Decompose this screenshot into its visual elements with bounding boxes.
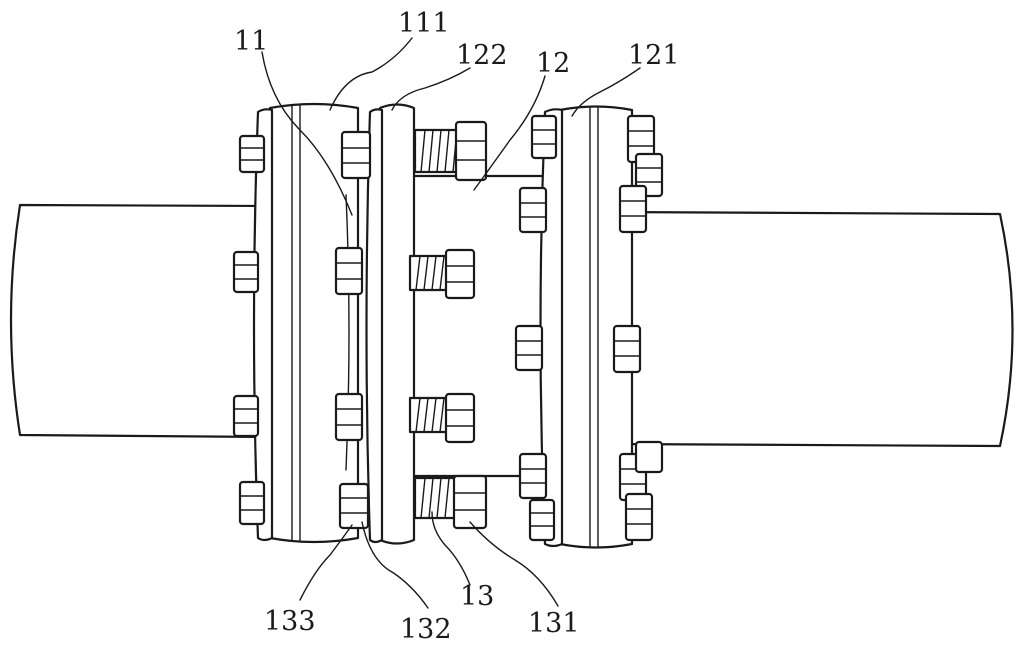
label-11: 11 [234, 26, 268, 57]
reference-numerals: 11 111 122 12 121 133 132 13 131 [234, 8, 680, 645]
leader-121 [571, 67, 641, 117]
nut [232, 394, 260, 438]
nut [444, 248, 476, 300]
nut [232, 250, 260, 294]
nut [338, 482, 370, 530]
nut [238, 480, 266, 526]
leader-132 [361, 521, 429, 609]
right-pipe [608, 210, 1014, 448]
nut [518, 452, 548, 500]
leader-11 [261, 51, 353, 216]
nut [634, 440, 664, 474]
nut [618, 184, 648, 234]
nut [530, 114, 558, 160]
leader-131 [469, 521, 559, 607]
nut [528, 498, 556, 542]
nut [334, 246, 364, 296]
nut [514, 324, 544, 372]
label-131: 131 [528, 608, 580, 639]
middle-flange [365, 103, 416, 545]
label-121: 121 [628, 40, 680, 71]
leader-13 [431, 511, 471, 586]
label-132: 132 [400, 614, 452, 645]
bolts [232, 114, 664, 542]
nut [454, 120, 488, 182]
leader-12 [473, 75, 546, 191]
right-flange [539, 105, 634, 549]
nut [612, 324, 642, 374]
label-133: 133 [264, 606, 316, 637]
nut [624, 492, 654, 542]
nut [238, 134, 266, 174]
label-111: 111 [398, 8, 450, 39]
nut [444, 392, 476, 444]
nut [334, 392, 364, 442]
nut [518, 186, 548, 234]
left-pipe [9, 203, 272, 439]
leader-133 [299, 524, 353, 601]
leader-111 [329, 37, 413, 111]
leader-lines [261, 37, 641, 609]
nut [340, 130, 372, 180]
leader-122 [391, 67, 471, 111]
label-13: 13 [460, 581, 494, 612]
label-122: 122 [456, 40, 508, 71]
label-12: 12 [536, 48, 570, 79]
nut [452, 474, 488, 530]
